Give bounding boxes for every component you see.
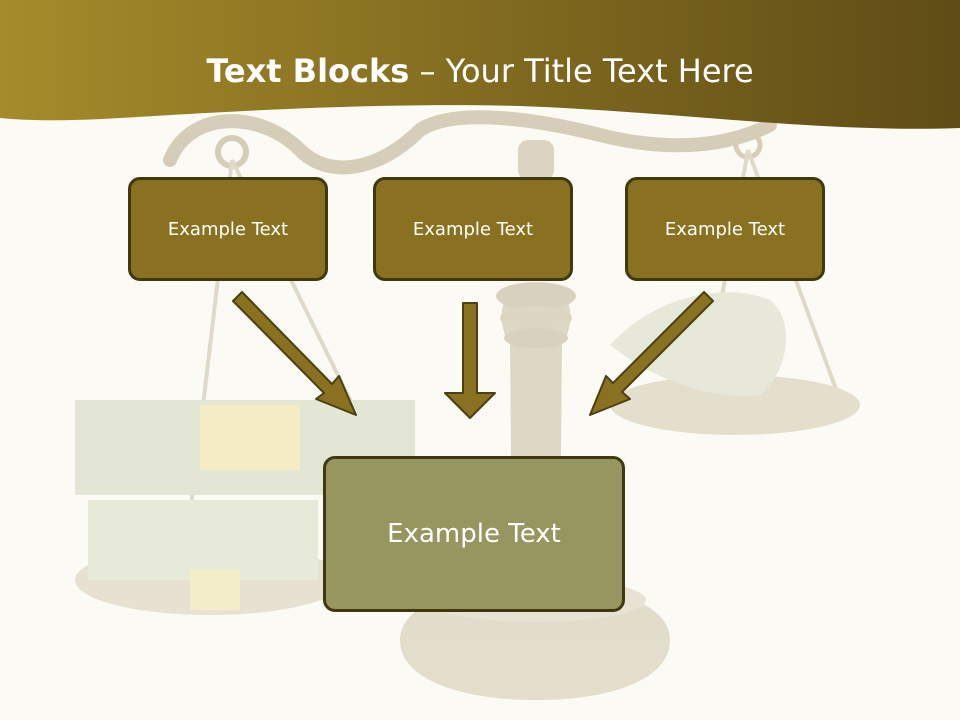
text-block-center[interactable]: Example Text [373, 177, 573, 281]
text-block-center-label: Example Text [412, 218, 534, 240]
text-block-result[interactable]: Example Text [323, 456, 625, 612]
arrow-center-down [444, 302, 496, 419]
slide-title: Text Blocks – Your Title Text Here [0, 52, 960, 90]
text-block-left[interactable]: Example Text [128, 177, 328, 281]
arrow-right-diagonal [589, 291, 714, 416]
title-separator: – [409, 52, 446, 90]
text-block-right[interactable]: Example Text [625, 177, 825, 281]
text-block-result-label: Example Text [387, 519, 561, 549]
header-band [0, 0, 960, 129]
title-rest: Your Title Text Here [445, 52, 754, 90]
text-block-right-label: Example Text [664, 218, 786, 240]
title-bold: Text Blocks [206, 52, 410, 90]
arrow-left-diagonal [232, 291, 357, 416]
text-block-left-label: Example Text [167, 218, 289, 240]
